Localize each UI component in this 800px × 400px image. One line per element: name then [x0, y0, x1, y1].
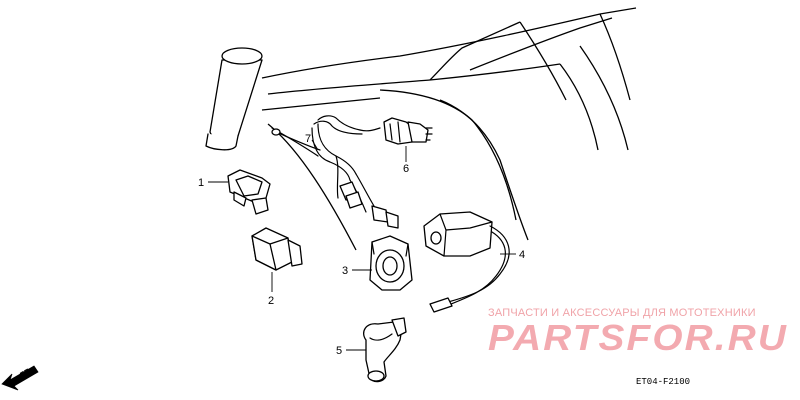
part4-drawing — [423, 211, 510, 313]
wire-harness-drawing — [271, 115, 399, 229]
part1-drawing — [227, 169, 271, 215]
part5-drawing — [363, 317, 407, 383]
callout-5: 5 — [336, 345, 342, 357]
part2-drawing — [251, 227, 303, 271]
leader-lines — [208, 139, 516, 351]
front-arrow-icon: FR. — [1, 365, 39, 391]
callout-4: 4 — [519, 249, 525, 261]
part3-drawing — [369, 235, 413, 291]
watermark-tagline: ЗАПЧАСТИ И АКСЕССУАРЫ ДЛЯ МОТОТЕХНИКИ — [488, 307, 756, 319]
callout-7: 7 — [305, 133, 311, 145]
callout-3: 3 — [342, 265, 348, 277]
handlebar-grip-drawing — [205, 47, 263, 151]
callout-1: 1 — [198, 177, 204, 189]
callouts: 1 2 3 4 5 6 7 — [198, 133, 525, 357]
watermark: ЗАПЧАСТИ И АКСЕССУАРЫ ДЛЯ МОТОТЕХНИКИ PA… — [488, 307, 788, 358]
connector-drawing — [383, 117, 433, 145]
callout-6: 6 — [403, 163, 409, 175]
reference-code: ET04-F2100 — [636, 377, 690, 387]
callout-2: 2 — [268, 295, 274, 307]
watermark-brand: PARTSFOR.RU — [488, 317, 788, 358]
